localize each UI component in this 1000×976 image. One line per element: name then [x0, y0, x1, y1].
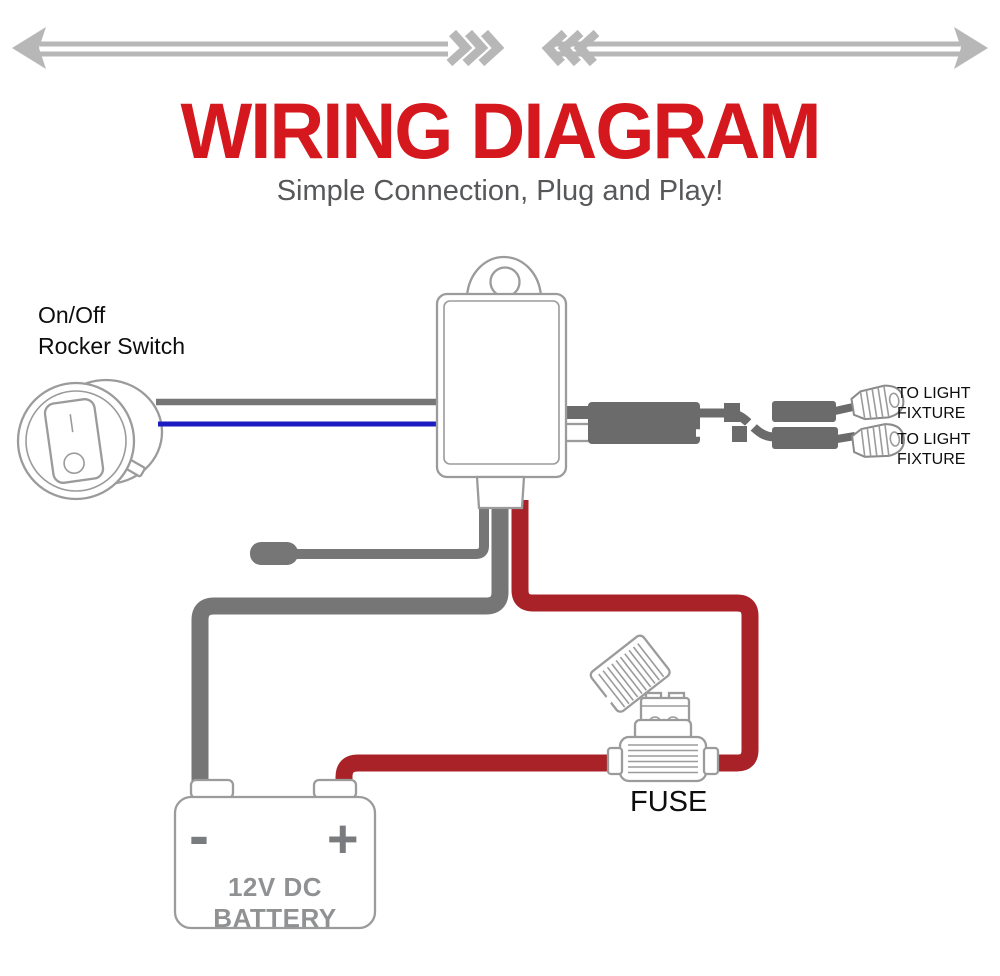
- to-light-fixture-label-top: TO LIGHT FIXTURE: [897, 385, 971, 422]
- relay-box-icon: [435, 255, 568, 510]
- battery-positive-wire: [335, 500, 759, 784]
- ground-stub-wire: [296, 500, 489, 559]
- page-subtitle: Simple Connection, Plug and Play!: [276, 175, 724, 207]
- rocker-switch-label: On/Off Rocker Switch: [38, 300, 185, 362]
- rocker-switch-icon: [16, 378, 164, 501]
- rocker-switch-label-line1: On/Off: [38, 302, 106, 328]
- battery-icon: [173, 778, 377, 930]
- fuse-holder-icon: [589, 634, 720, 783]
- battery-positive-symbol: +: [327, 809, 359, 869]
- relay-bottom-stub: [475, 475, 526, 510]
- mounting-hole-icon: [489, 266, 521, 298]
- to-light-fixture-label-bottom: TO LIGHT FIXTURE: [897, 431, 971, 468]
- battery-negative-wire: [191, 500, 509, 784]
- fuse-label: FUSE: [630, 786, 708, 818]
- spade-connector-icon: [850, 384, 905, 421]
- page-title: WIRING DIAGRAM: [180, 87, 821, 176]
- ground-stub-terminal: [250, 542, 298, 565]
- relay-output-stub-white: [562, 422, 593, 443]
- battery-label: 12V DC BATTERY: [213, 872, 337, 933]
- battery-positive-terminal: [312, 778, 358, 800]
- spade-connector-icon: [851, 423, 905, 458]
- rocker-switch-label-line2: Rocker Switch: [38, 333, 185, 359]
- relay-output-stub-dark: [564, 406, 592, 419]
- output-harness-icon: [588, 384, 905, 458]
- battery-negative-terminal: [189, 778, 235, 800]
- divider-arrows-icon: [12, 27, 988, 69]
- battery-negative-symbol: -: [189, 802, 209, 869]
